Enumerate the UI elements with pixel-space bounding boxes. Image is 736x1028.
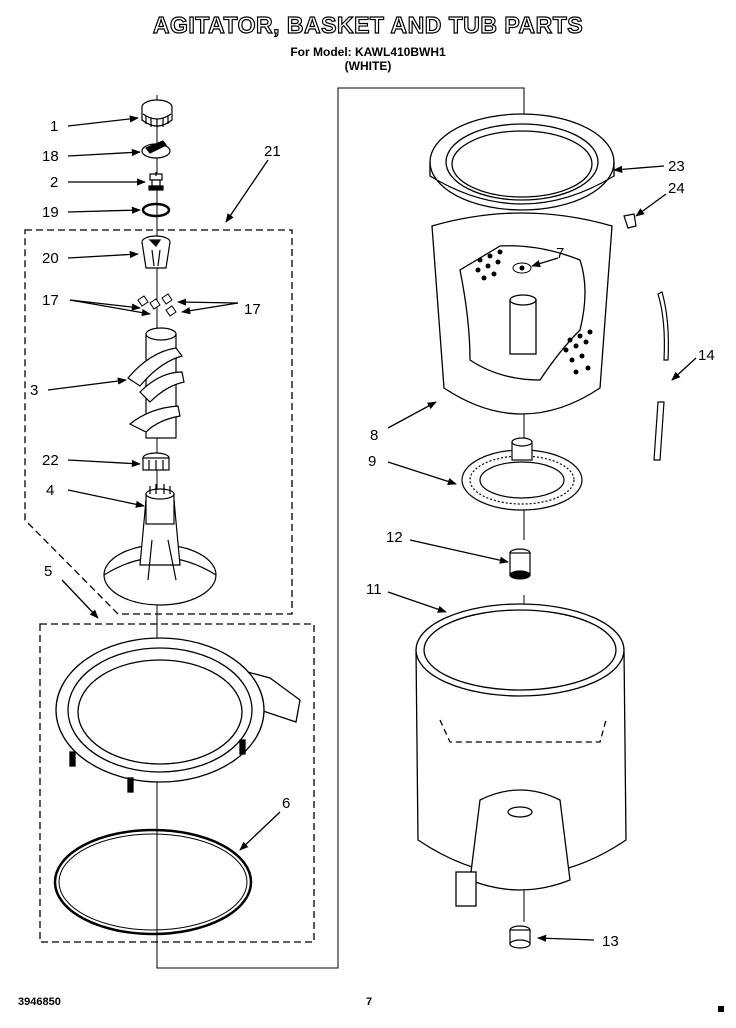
clutch-ring-part	[142, 452, 170, 471]
drain-plug-part	[509, 925, 531, 949]
callout-9: 9	[368, 453, 376, 470]
callout-20: 20	[42, 250, 59, 267]
callout-19: 19	[42, 204, 59, 221]
agitator-cap-part	[141, 99, 173, 128]
spin-nut-part	[512, 262, 532, 274]
doc-number: 3946850	[18, 996, 61, 1008]
clip-part	[623, 213, 637, 229]
basket-drive-hub-part	[461, 437, 583, 511]
callout-4: 4	[46, 482, 54, 499]
callout-18: 18	[42, 148, 59, 165]
callout-6: 6	[282, 795, 290, 812]
diagram-title: AGITATOR, BASKET AND TUB PARTS	[152, 11, 584, 38]
callout-17-left: 17	[42, 292, 59, 309]
callout-3: 3	[30, 382, 38, 399]
callout-22: 22	[42, 452, 59, 469]
color-line: (WHITE)	[344, 59, 392, 73]
group-21-dashed-box	[24, 229, 293, 615]
o-ring-part	[141, 202, 171, 218]
basket-part	[431, 212, 613, 415]
callout-14: 14	[698, 347, 715, 364]
cap-seal-part	[141, 140, 171, 159]
balance-ring-part	[429, 113, 615, 211]
page-number: 7	[366, 996, 373, 1008]
model-line: For Model: KAWL410BWH1	[290, 45, 446, 59]
callout-17-right: 17	[244, 301, 261, 318]
corner-mark	[718, 1006, 724, 1012]
callout-7: 7	[556, 245, 564, 262]
leader-lines	[47, 115, 697, 942]
callout-24: 24	[668, 180, 685, 197]
callout-1: 1	[50, 118, 58, 135]
group-5-dashed-box	[39, 623, 315, 943]
callout-12: 12	[386, 529, 403, 546]
callout-5: 5	[44, 563, 52, 580]
agitator-bolt-part	[148, 172, 164, 191]
spin-bearing-part	[509, 548, 531, 580]
callout-13: 13	[602, 933, 619, 950]
callout-8: 8	[370, 427, 378, 444]
agitator-auger-part	[127, 327, 185, 439]
hose-part	[653, 291, 669, 461]
cam-part	[141, 235, 171, 269]
callout-11: 11	[366, 581, 382, 598]
callout-23: 23	[668, 158, 685, 175]
outer-tub-part	[415, 603, 627, 907]
tub-ring-part	[55, 637, 301, 793]
callout-2: 2	[50, 174, 58, 191]
callout-21: 21	[264, 143, 281, 160]
agitator-base-part	[103, 484, 217, 606]
tub-seal-part	[53, 828, 253, 936]
